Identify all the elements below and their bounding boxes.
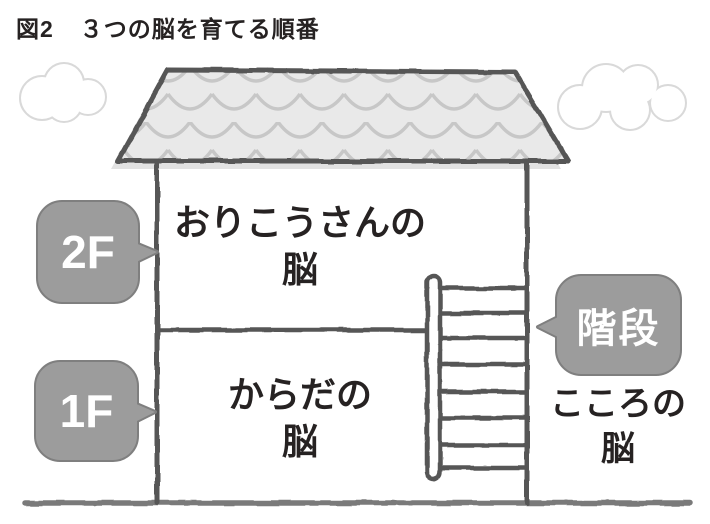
ladder-rail <box>424 273 443 481</box>
house-roof <box>118 70 568 161</box>
roof-outline <box>115 67 571 164</box>
stairs-ladder <box>424 273 528 481</box>
floor2-speech-bubble <box>36 200 159 304</box>
floor1-speech-bubble <box>34 360 157 462</box>
stairs-speech-bubble <box>536 274 682 376</box>
cloud-icon <box>557 63 687 131</box>
cloud-icon <box>19 62 107 123</box>
